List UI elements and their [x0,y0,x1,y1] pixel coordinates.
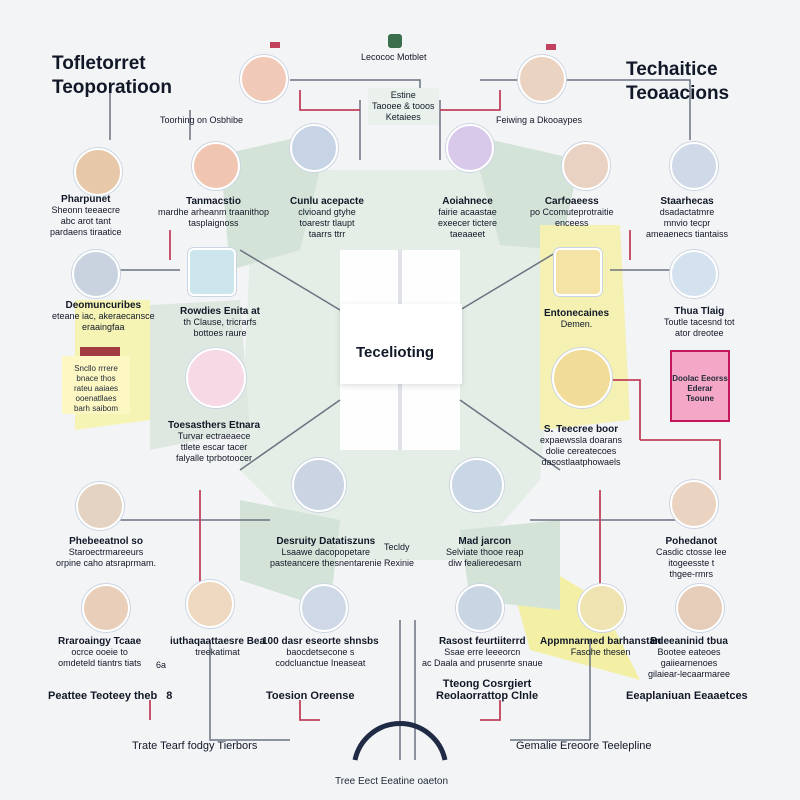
avatar [186,580,234,628]
avatar [72,250,120,298]
avatar [450,458,504,512]
avatar [74,148,122,196]
right-note-card: Doolac Eeorss Ederar Tsoune [670,350,730,422]
avatar [676,584,724,632]
center-right-line: Rexinie [384,558,415,568]
bottom-label-1: Peattee Teoteey theb 8 [48,690,172,702]
bottom-label-5: Trate Tearf fodgy Tierbors [132,740,258,752]
avatar [554,248,602,296]
avatar [240,55,288,103]
footer-text: Tree Eect Eeatine oaeton [335,776,449,787]
avatar [578,584,626,632]
avatar [670,480,718,528]
bottom-label-6: Gemalie Ereoore Teelepline [516,740,652,752]
left-note-line: bnace thos [76,374,116,383]
avatar [456,584,504,632]
bottom-label-4: Eeaplaniuan Eeaaetces [626,690,748,702]
avatar [290,124,338,172]
top-center-box-line: Estine [390,90,416,100]
center-right-text: Tecldy Rexinie [384,542,414,568]
avatar [76,482,124,530]
avatar [670,142,718,190]
avatar [446,124,494,172]
left-note-card: Sncllo rrrere bnace thos rateu aaiaes oo… [62,356,130,414]
right-note-line: Tsoune [686,394,714,403]
top-center-label: Lecococ Motblet [361,52,427,62]
gauge-arc [352,721,448,761]
center-card [340,304,462,384]
right-note-line: Ederar [687,384,713,393]
title-right-line-1: Techaitice [626,59,718,80]
top-small-right: Feiwing a Dkooaypes [496,115,583,125]
avatar [552,348,612,408]
title-right-line-2: Teoaacions [626,83,730,104]
avatar [562,142,610,190]
avatar [82,584,130,632]
bottom-label-3: Tteong Cosrgiert Reolaorrattop Clnle [436,678,538,702]
avatar [670,250,718,298]
avatar [292,458,346,512]
bottom-label-2: Toesion Oreense [266,690,355,702]
left-note-line: Sncllo rrrere [74,364,118,373]
left-note-line: ooenatllaes [75,394,117,403]
top-app-icon [388,34,402,48]
title-right: Techaitice Teoaacions [626,58,729,106]
bottom-b-text: 6a [156,660,167,670]
title-left-line-1: Tofletorret [52,53,146,74]
bottom-label-3-line: Reolaorrattop Clnle [436,690,539,702]
right-note-line: Doolac Eeorss [672,374,728,383]
left-note-line: rateu aaiaes [73,384,119,393]
top-center-box: Estine Taooee & tooos Ketaiees [368,88,439,125]
center-right-line: Tecldy [384,542,410,552]
left-note-line: barh saibom [73,404,119,413]
center-title: Tecelioting [356,344,435,361]
avatar [192,142,240,190]
title-left: Tofletorret Teoporatioon [52,52,172,100]
avatar [300,584,348,632]
top-left-marker [270,42,280,48]
avatar [188,248,236,296]
red-connectors [149,90,721,721]
avatar [518,55,566,103]
top-center-box-line: Taooee & tooos [372,101,435,111]
green-panel-top-right [470,135,580,250]
avatar [186,348,246,408]
top-small-left: Toorhing on Osbhibe [160,115,244,125]
green-panel-bottom-left [240,500,340,610]
top-right-marker [546,44,556,50]
bottom-label-1-text: Peattee Teoteey theb [48,690,158,702]
bottom-label-1-suffix: 8 [166,690,173,702]
bottom-label-3-line: Tteong Cosrgiert [442,678,532,690]
top-center-box-line: Ketaiees [385,112,421,122]
title-left-line-2: Teoporatioon [52,77,172,98]
